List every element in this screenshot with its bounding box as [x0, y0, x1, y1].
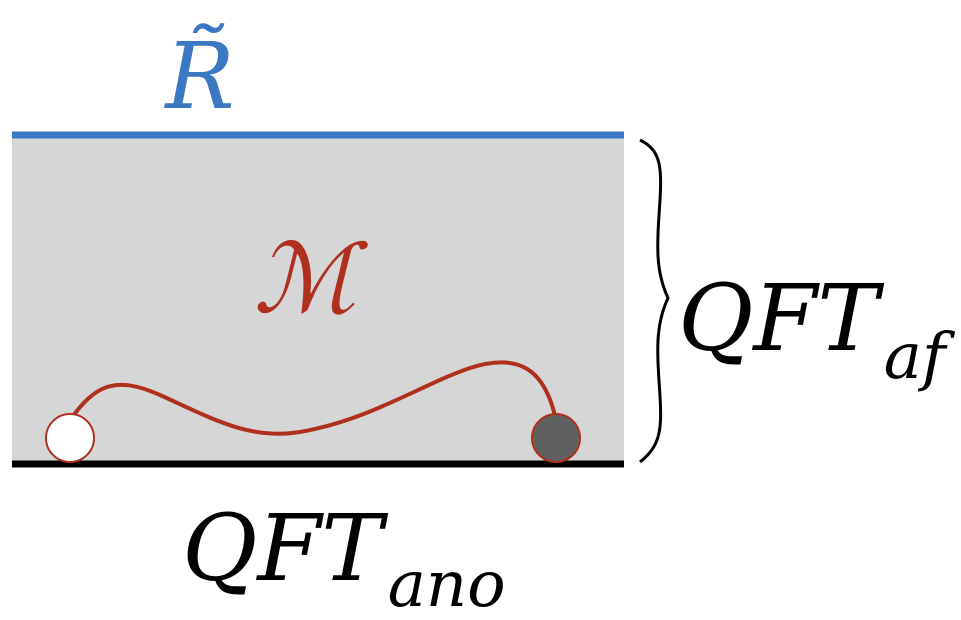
bulk-region	[12, 135, 624, 464]
bulk-curve	[68, 360, 558, 436]
bottom-label-subscript: ano	[388, 548, 506, 620]
right-brace	[639, 138, 670, 464]
brace-label-subscript: af	[884, 320, 956, 394]
brace-label: QFT af	[678, 265, 956, 394]
top-boundary-label: R̃	[163, 23, 234, 130]
brace-label-main: QFT	[678, 265, 884, 372]
left-endpoint-circle	[45, 413, 95, 463]
right-endpoint-circle	[531, 413, 581, 463]
bottom-boundary-label: QFT ano	[182, 495, 506, 620]
bulk-label: ℳ	[254, 223, 369, 335]
bottom-label-main: QFT	[182, 495, 388, 602]
